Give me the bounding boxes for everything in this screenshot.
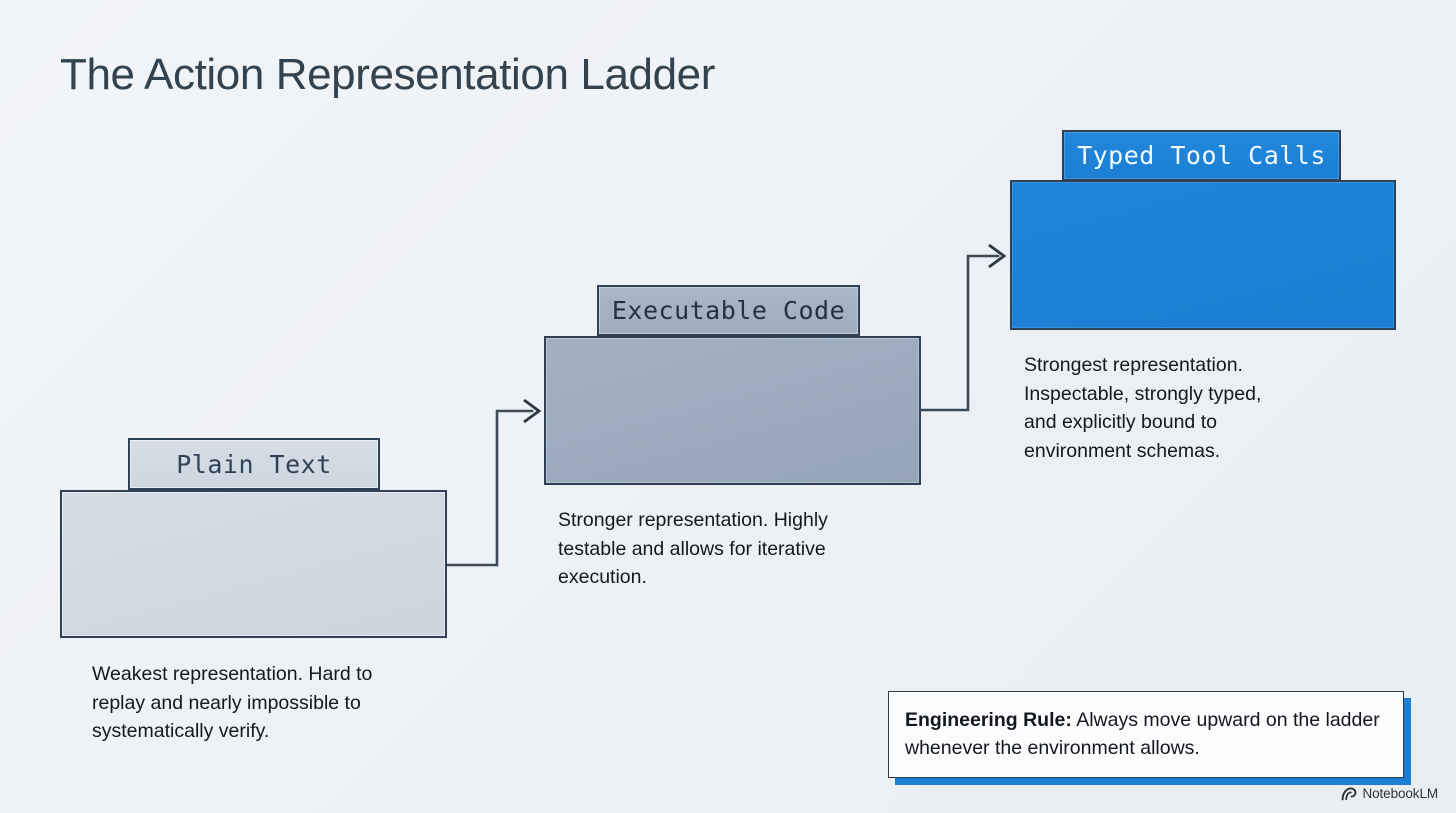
notebooklm-label: NotebookLM xyxy=(1362,786,1438,801)
engineering-rule-text: Engineering Rule: Always move upward on … xyxy=(905,706,1387,762)
connector-executable-code-to-typed-tool-calls xyxy=(919,243,1007,412)
step-label-typed-tool-calls: Typed Tool Calls xyxy=(1062,130,1341,181)
step-caption-executable-code: Stronger representation. Highly testable… xyxy=(558,509,828,588)
step-body-plain-text xyxy=(60,490,447,638)
engineering-rule-label: Engineering Rule: xyxy=(905,709,1072,731)
step-caption-plain-text: Weakest representation. Hard to replay a… xyxy=(92,663,373,742)
step-label-plain-text: Plain Text xyxy=(128,438,380,490)
step-label-executable-code: Executable Code xyxy=(597,285,860,336)
step-body-typed-tool-calls xyxy=(1010,180,1396,330)
engineering-rule-callout: Engineering Rule: Always move upward on … xyxy=(888,691,1404,778)
connector-plain-text-to-executable-code xyxy=(445,398,542,567)
engineering-rule-body: Always move upward on the ladder wheneve… xyxy=(905,709,1380,759)
step-body-executable-code xyxy=(544,336,921,485)
page-title: The Action Representation Ladder xyxy=(60,50,715,99)
step-caption-typed-tool-calls: Strongest representation. Inspectable, s… xyxy=(1024,354,1262,462)
notebooklm-arc-icon xyxy=(1341,786,1357,801)
notebooklm-watermark: NotebookLM xyxy=(1341,786,1438,801)
